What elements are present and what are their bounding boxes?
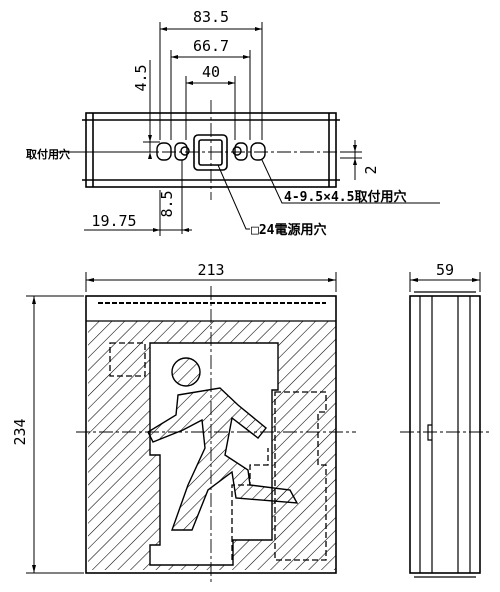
dim-4-5: 4.5	[132, 64, 150, 91]
center-lines-front	[76, 286, 356, 582]
arrowheads-top	[148, 27, 357, 232]
center-lines-top	[70, 100, 362, 200]
power-hole	[193, 134, 228, 171]
dim-59: 59	[436, 261, 454, 279]
front-view	[26, 272, 356, 582]
dim-40: 40	[202, 63, 220, 81]
dim-2: 2	[362, 165, 380, 174]
mounting-holes	[156, 142, 266, 161]
dim-19-75: 19.75	[91, 212, 136, 230]
dim-213: 213	[197, 261, 224, 279]
dim-8-5: 8.5	[158, 190, 176, 217]
dim-66-7: 66.7	[193, 37, 229, 55]
leader-lines	[58, 151, 440, 230]
label-mount-hole: 取付用穴	[26, 147, 70, 161]
dashed-outlines	[109, 342, 327, 561]
label-mount-hole-spec: 4-9.5×4.5取付用穴	[284, 189, 406, 205]
top-view	[58, 22, 440, 236]
side-view	[400, 272, 490, 578]
label-power-hole: □24電源用穴	[251, 222, 326, 238]
dim-83-5: 83.5	[193, 8, 229, 26]
dim-234: 234	[11, 418, 29, 445]
